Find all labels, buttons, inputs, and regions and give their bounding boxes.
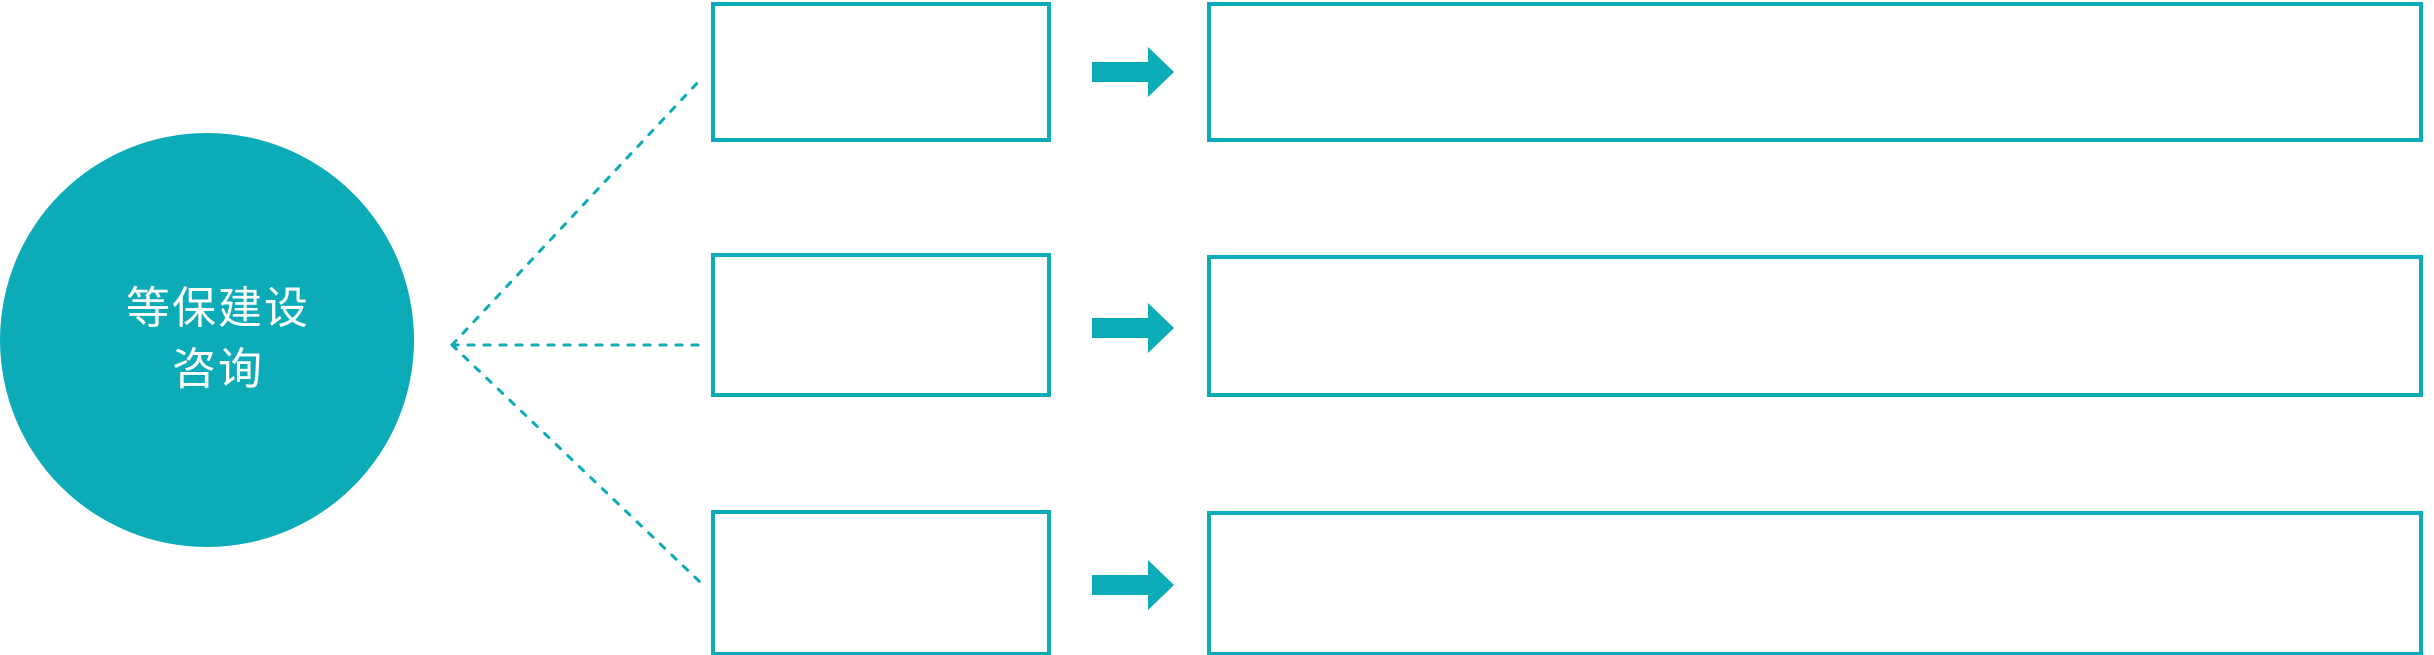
stage-box-1[interactable] [711, 2, 1051, 142]
detail-box-2[interactable] [1207, 255, 2423, 397]
detail-box-2-label [1211, 259, 2419, 279]
hub-title-line-2: 咨询 [172, 345, 264, 394]
hub-title-line-1: 等保建设 [126, 284, 310, 334]
stage-box-2-label [715, 257, 1047, 277]
arrow-right-icon [1092, 47, 1174, 97]
detail-box-1[interactable] [1207, 2, 2423, 142]
arrow-right-icon [1092, 560, 1174, 610]
arrow-right-icon [1092, 303, 1174, 353]
stage-box-3-label [715, 514, 1047, 534]
connector-branch-top [450, 78, 702, 347]
stage-box-1-label [715, 6, 1047, 26]
stage-box-3[interactable] [711, 510, 1051, 655]
connector-branch-bottom [450, 343, 702, 584]
detail-box-3-label [1211, 515, 2419, 535]
hub-circle[interactable]: 等保建设 咨询 [0, 133, 414, 547]
stage-box-2[interactable] [711, 253, 1051, 397]
detail-box-1-label [1211, 6, 2419, 26]
detail-box-3[interactable] [1207, 511, 2423, 655]
